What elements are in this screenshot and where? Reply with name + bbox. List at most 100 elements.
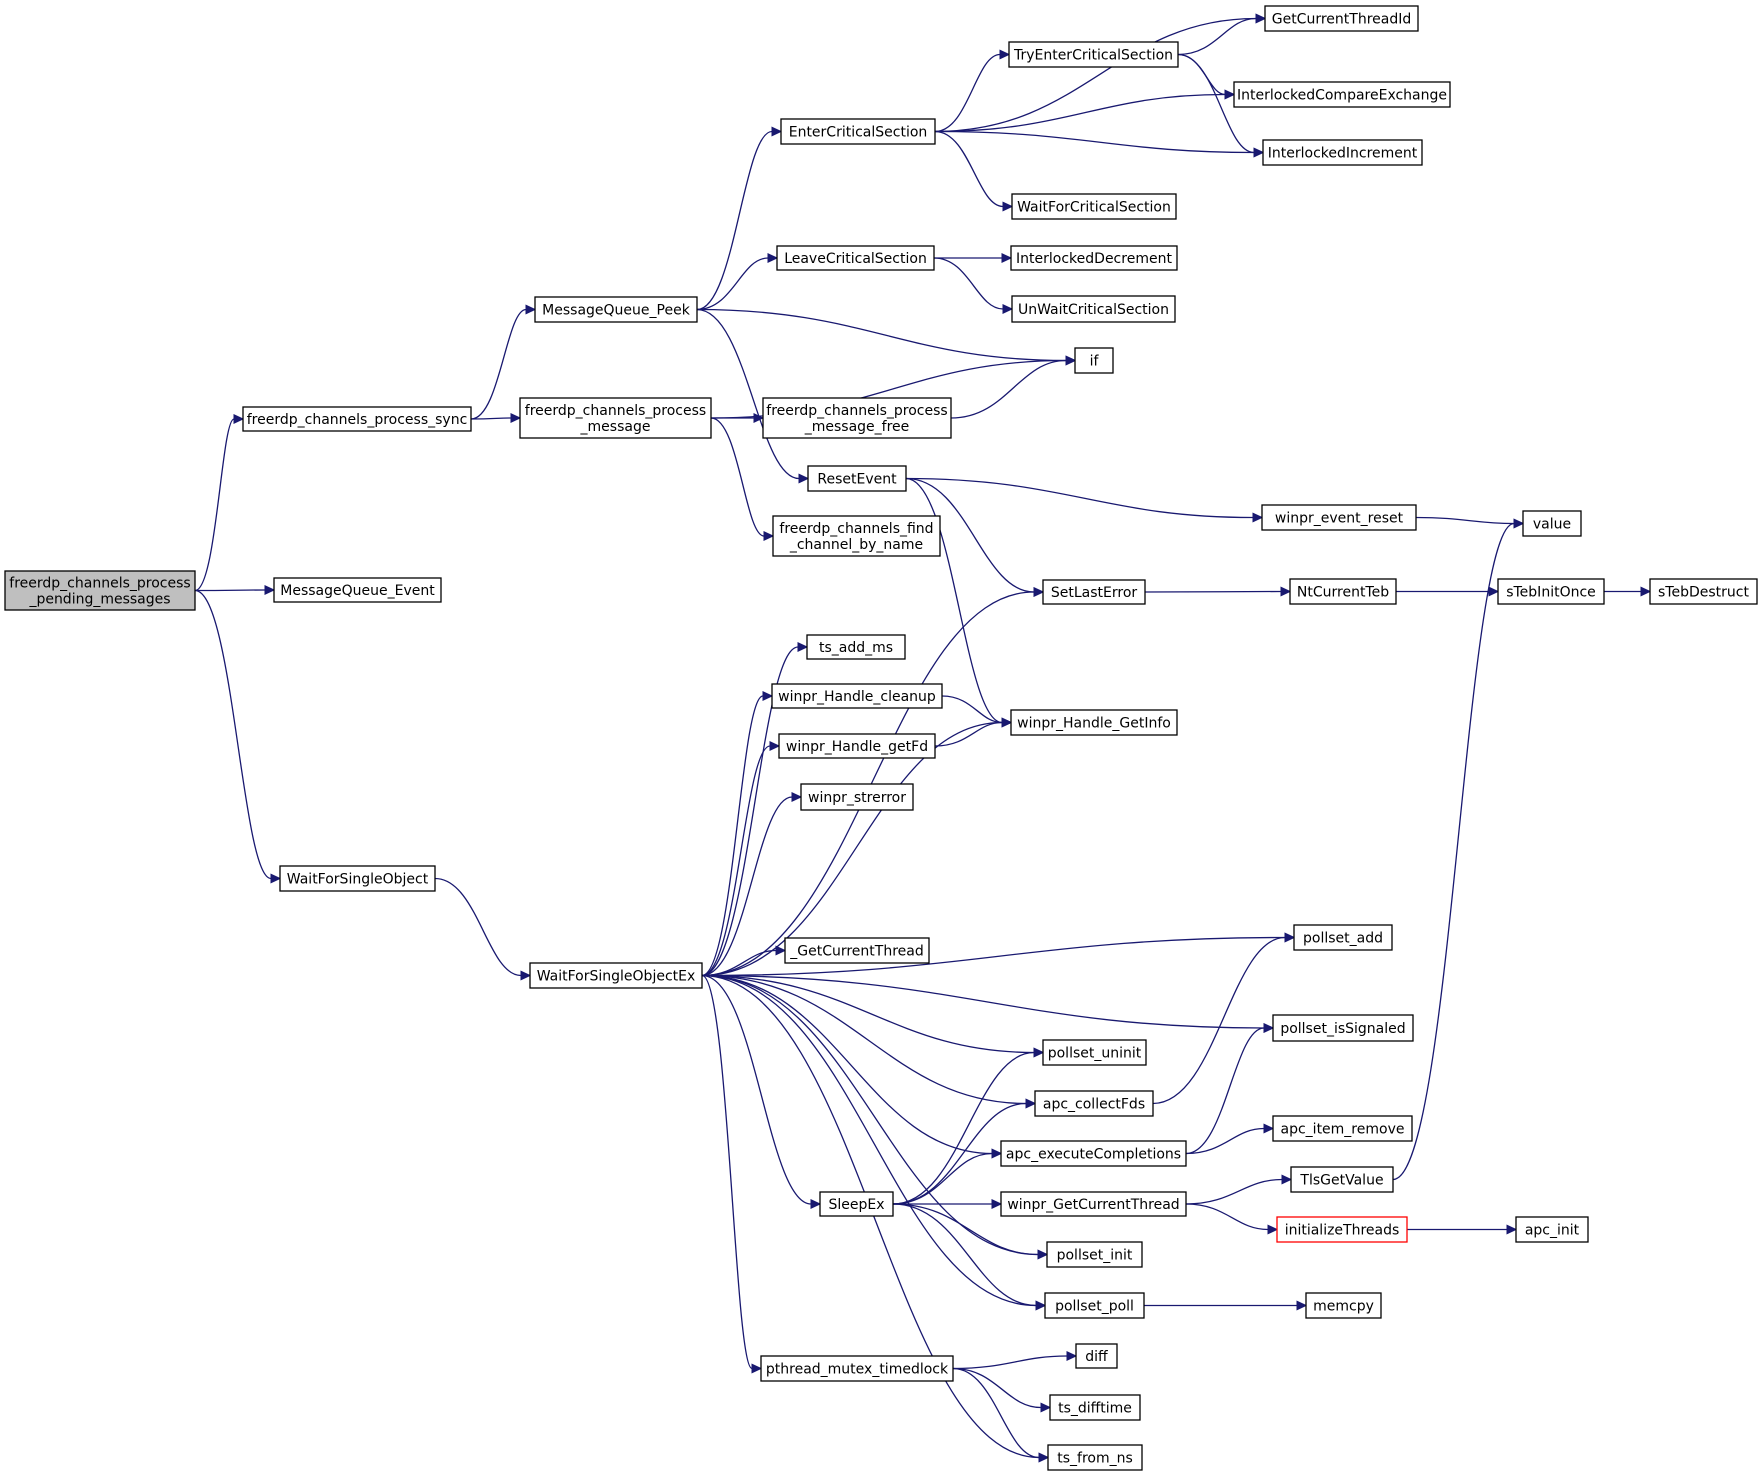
node-idec[interactable]: InterlockedDecrement	[1010, 245, 1178, 271]
node-box[interactable]	[534, 296, 698, 323]
node-box[interactable]	[1233, 81, 1451, 108]
node-box[interactable]	[1011, 193, 1177, 220]
node-ntcurteb[interactable]: NtCurrentTeb	[1289, 578, 1397, 605]
node-box[interactable]	[1264, 5, 1419, 32]
node-box[interactable]	[1649, 578, 1758, 605]
node-box[interactable]	[1008, 41, 1179, 68]
node-box[interactable]	[771, 683, 943, 709]
node-sleepex[interactable]: SleepEx	[819, 1191, 894, 1217]
node-unwait[interactable]: UnWaitCriticalSection	[1011, 295, 1176, 323]
node-box[interactable]	[273, 577, 442, 603]
node-stebdestruct[interactable]: sTebDestruct	[1649, 578, 1758, 605]
node-box[interactable]	[1272, 1014, 1414, 1042]
node-stebinit[interactable]: sTebInitOnce	[1497, 578, 1605, 605]
node-box[interactable]	[1515, 1216, 1589, 1243]
node-wfcs[interactable]: WaitForCriticalSection	[1011, 193, 1177, 220]
node-box[interactable]	[807, 465, 907, 492]
node-box[interactable]	[1497, 578, 1605, 605]
node-box[interactable]	[1011, 295, 1176, 323]
node-msgfree[interactable]: freerdp_channels_process_message_free	[762, 397, 952, 439]
node-box[interactable]	[1074, 347, 1114, 374]
node-box[interactable]	[1276, 1216, 1408, 1243]
node-box[interactable]	[1010, 245, 1178, 271]
node-tsaddms[interactable]: ts_add_ms	[806, 634, 906, 660]
node-iinc[interactable]: InterlockedIncrement	[1262, 139, 1423, 166]
node-box[interactable]	[279, 865, 436, 892]
node-box[interactable]	[1046, 1241, 1143, 1268]
node-if[interactable]: if	[1074, 347, 1114, 374]
node-evreset[interactable]: winpr_event_reset	[1261, 504, 1417, 531]
node-box[interactable]	[778, 733, 936, 759]
node-ptmutex[interactable]: pthread_mutex_timedlock	[760, 1355, 954, 1382]
node-box[interactable]	[760, 1355, 954, 1382]
node-box[interactable]	[806, 634, 906, 660]
node-mqevent[interactable]: MessageQueue_Event	[273, 577, 442, 603]
node-value[interactable]: value	[1522, 510, 1582, 537]
node-tsfromns[interactable]: ts_from_ns	[1047, 1444, 1143, 1471]
node-box[interactable]	[762, 397, 952, 439]
node-box[interactable]	[1075, 1343, 1118, 1369]
node-procmsg[interactable]: freerdp_channels_process_message	[519, 397, 712, 439]
node-gctid[interactable]: GetCurrentThreadId	[1264, 5, 1419, 32]
node-box[interactable]	[1293, 924, 1393, 951]
node-hcleanup[interactable]: winpr_Handle_cleanup	[771, 683, 943, 709]
node-ecs[interactable]: EnterCriticalSection	[780, 118, 936, 145]
node-box[interactable]	[1290, 1166, 1394, 1193]
node-sync[interactable]: freerdp_channels_process_sync	[242, 406, 472, 432]
node-pollsetinit[interactable]: pollset_init	[1046, 1241, 1143, 1268]
node-peek[interactable]: MessageQueue_Peek	[534, 296, 698, 323]
node-box[interactable]	[1261, 504, 1417, 531]
node-box[interactable]	[1289, 578, 1397, 605]
node-box[interactable]	[529, 962, 703, 989]
node-pollsetadd[interactable]: pollset_add	[1293, 924, 1393, 951]
node-apcexec[interactable]: apc_executeCompletions	[1000, 1140, 1187, 1167]
node-box[interactable]	[800, 783, 914, 811]
node-box[interactable]	[772, 515, 941, 557]
node-box[interactable]	[1047, 1444, 1143, 1471]
node-box[interactable]	[776, 245, 935, 271]
node-box[interactable]	[1272, 1115, 1413, 1142]
node-box[interactable]	[1042, 1039, 1147, 1066]
node-root[interactable]: freerdp_channels_process_pending_message…	[4, 570, 196, 611]
node-hgetinfo[interactable]: winpr_Handle_GetInfo	[1010, 709, 1178, 736]
node-box[interactable]	[1262, 139, 1423, 166]
node-box[interactable]	[1042, 579, 1146, 605]
node-apcitemrm[interactable]: apc_item_remove	[1272, 1115, 1413, 1142]
node-wfso[interactable]: WaitForSingleObject	[279, 865, 436, 892]
node-resetevent[interactable]: ResetEvent	[807, 465, 907, 492]
node-winprgct[interactable]: winpr_GetCurrentThread	[1000, 1191, 1187, 1217]
node-hgetfd[interactable]: winpr_Handle_getFd	[778, 733, 936, 759]
node-pollsetsig[interactable]: pollset_isSignaled	[1272, 1014, 1414, 1042]
node-box[interactable]	[1000, 1191, 1187, 1217]
node-initthreads[interactable]: initializeThreads	[1276, 1216, 1408, 1243]
node-box[interactable]	[1305, 1292, 1382, 1319]
node-box[interactable]	[519, 397, 712, 439]
node-box[interactable]	[819, 1191, 894, 1217]
node-pollsetuninit[interactable]: pollset_uninit	[1042, 1039, 1147, 1066]
node-apcinit[interactable]: apc_init	[1515, 1216, 1589, 1243]
node-setlasterror[interactable]: SetLastError	[1042, 579, 1146, 605]
node-box[interactable]	[784, 937, 930, 964]
node-findch[interactable]: freerdp_channels_find_channel_by_name	[772, 515, 941, 557]
node-box[interactable]	[1034, 1090, 1154, 1117]
node-box[interactable]	[4, 570, 196, 611]
node-box[interactable]	[242, 406, 472, 432]
node-lcs[interactable]: LeaveCriticalSection	[776, 245, 935, 271]
node-tryecs[interactable]: TryEnterCriticalSection	[1008, 41, 1179, 68]
node-getcurthread[interactable]: _GetCurrentThread	[784, 937, 930, 964]
node-box[interactable]	[1044, 1292, 1145, 1319]
node-ice[interactable]: InterlockedCompareExchange	[1233, 81, 1451, 108]
node-memcpy[interactable]: memcpy	[1305, 1292, 1382, 1319]
node-box[interactable]	[1049, 1394, 1141, 1421]
node-box[interactable]	[1522, 510, 1582, 537]
node-strerror[interactable]: winpr_strerror	[800, 783, 914, 811]
node-tsdifftime[interactable]: ts_difftime	[1049, 1394, 1141, 1421]
node-box[interactable]	[780, 118, 936, 145]
node-box[interactable]	[1010, 709, 1178, 736]
node-pollsetpoll[interactable]: pollset_poll	[1044, 1292, 1145, 1319]
node-wfsoex[interactable]: WaitForSingleObjectEx	[529, 962, 703, 989]
node-diff[interactable]: diff	[1075, 1343, 1118, 1369]
node-box[interactable]	[1000, 1140, 1187, 1167]
node-apccollect[interactable]: apc_collectFds	[1034, 1090, 1154, 1117]
node-tlsgetvalue[interactable]: TlsGetValue	[1290, 1166, 1394, 1193]
